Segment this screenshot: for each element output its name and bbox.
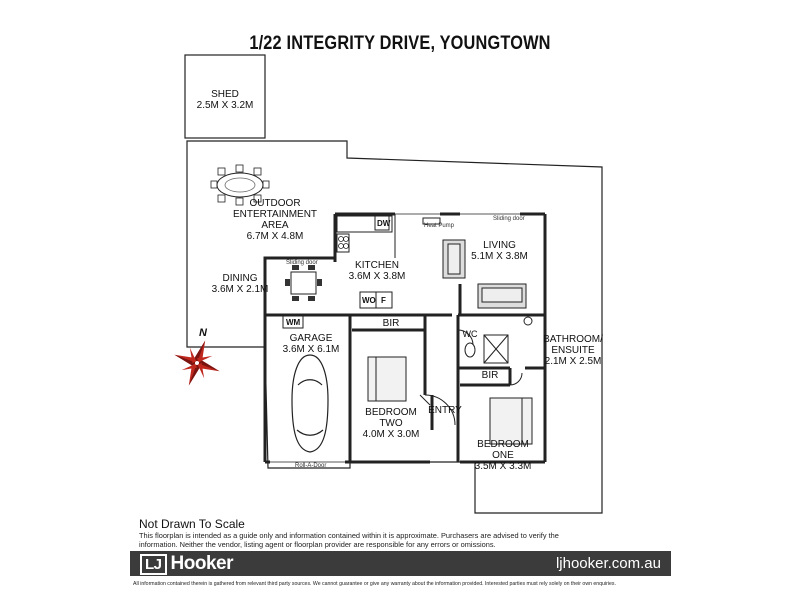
room-outdoor: OUTDOOR ENTERTAINMENT AREA 6.7M X 4.8M	[232, 198, 318, 242]
label-wo: WO	[362, 296, 376, 305]
label-roll-a-door: Roll-A-Door	[295, 463, 327, 469]
label-f: F	[381, 296, 386, 305]
room-bedroom-one: BEDROOM ONE 3.5M X 3.3M	[474, 439, 532, 472]
room-kitchen: KITCHEN 3.6M X 3.8M	[348, 260, 406, 282]
label-heat-pump: Heat Pump	[424, 223, 455, 229]
shed-outline	[184, 54, 266, 139]
room-shed: SHED 2.5M X 3.2M	[196, 89, 254, 111]
living-sofas	[442, 239, 527, 309]
label-sliding-door-living: Sliding door	[493, 216, 525, 222]
label-bir-2: BIR	[481, 370, 499, 381]
label-bir-1: BIR	[382, 318, 400, 329]
label-sliding-door-dining: Sliding door	[286, 260, 318, 266]
room-garage: GARAGE 3.6M X 6.1M	[282, 333, 340, 355]
room-living: LIVING 5.1M X 3.8M	[471, 240, 528, 262]
room-bedroom-two: BEDROOM TWO 4.0M X 3.0M	[362, 407, 420, 440]
label-entry: ENTRY	[428, 405, 462, 416]
disclaimer: This floorplan is intended as a guide on…	[139, 531, 559, 549]
dining-chairs	[285, 265, 322, 301]
page-title: 1/22 INTEGRITY DRIVE, YOUNGTOWN	[249, 33, 551, 54]
logo-text: Hooker	[170, 553, 234, 574]
logo-mark: LJ	[140, 554, 167, 575]
label-wc: WC	[462, 329, 478, 339]
car	[291, 354, 329, 453]
website-link[interactable]: ljhooker.com.au	[555, 555, 661, 572]
dining-table	[290, 271, 317, 295]
not-to-scale-note: Not Drawn To Scale	[139, 517, 245, 531]
stove	[338, 236, 349, 249]
compass-icon	[174, 340, 220, 386]
fine-print: All information contained therein is gat…	[133, 581, 616, 587]
label-dw: DW	[377, 219, 391, 228]
compass-north-label: N	[199, 327, 207, 339]
room-bathroom: BATHROOM/ ENSUITE 2.1M X 2.5M	[543, 334, 603, 367]
beds	[367, 356, 533, 445]
label-wm: WM	[286, 318, 301, 327]
outdoor-chairs	[210, 164, 270, 206]
outdoor-table	[216, 172, 264, 198]
room-dining: DINING 3.6M X 2.1M	[211, 273, 269, 295]
bathroom-fixtures	[464, 316, 533, 364]
heat-pump	[422, 217, 441, 225]
